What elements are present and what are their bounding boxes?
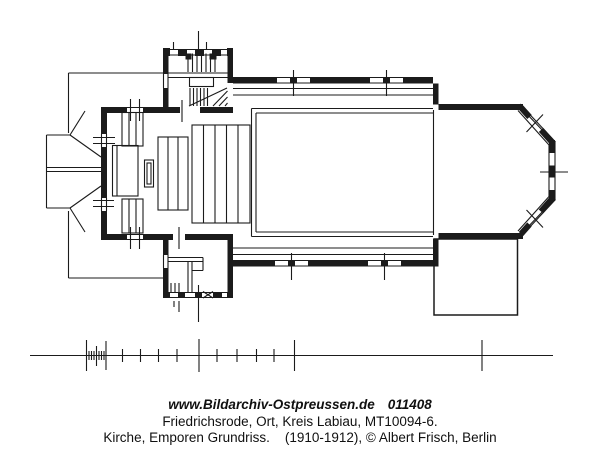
caption-title-line: Kirche, Emporen Grundriss. (1910-1912), ©… xyxy=(0,430,600,447)
west-section-south-wall xyxy=(107,227,233,249)
archive-number: 011408 xyxy=(387,397,432,412)
caption-title: Kirche, Emporen Grundriss. xyxy=(103,430,270,445)
sacristy xyxy=(433,238,519,316)
chancel-walls xyxy=(433,104,523,267)
apse-window-cross-se xyxy=(524,208,546,231)
nave-gallery-void xyxy=(250,107,435,238)
caption: www.Bildarchiv-Ostpreussen.de 011408 Frie… xyxy=(0,397,600,447)
apse-window-cross-ne xyxy=(524,111,546,134)
west-wall xyxy=(93,107,115,240)
roof-outline xyxy=(67,72,163,279)
archive-url: www.Bildarchiv-Ostpreussen.de xyxy=(168,397,375,412)
lectern xyxy=(143,159,155,188)
scale-bar xyxy=(30,339,553,372)
caption-archive-line: www.Bildarchiv-Ostpreussen.de 011408 xyxy=(0,397,600,414)
south-stair-tower xyxy=(162,240,233,322)
caption-credit: (1910-1912), © Albert Frisch, Berlin xyxy=(284,430,497,445)
nave-south-wall xyxy=(230,253,439,280)
nave-north-wall xyxy=(233,70,439,105)
caption-location: Friedrichsrode, Ort, Kreis Labiau, MT100… xyxy=(162,413,438,429)
west-gallery-pews xyxy=(111,111,251,234)
apse xyxy=(517,103,568,238)
door-swing-cross xyxy=(202,291,214,299)
north-stair-tower xyxy=(162,31,233,113)
west-porch xyxy=(45,134,102,209)
west-section-north-wall xyxy=(107,99,233,122)
gallery-front-lines xyxy=(233,87,433,256)
